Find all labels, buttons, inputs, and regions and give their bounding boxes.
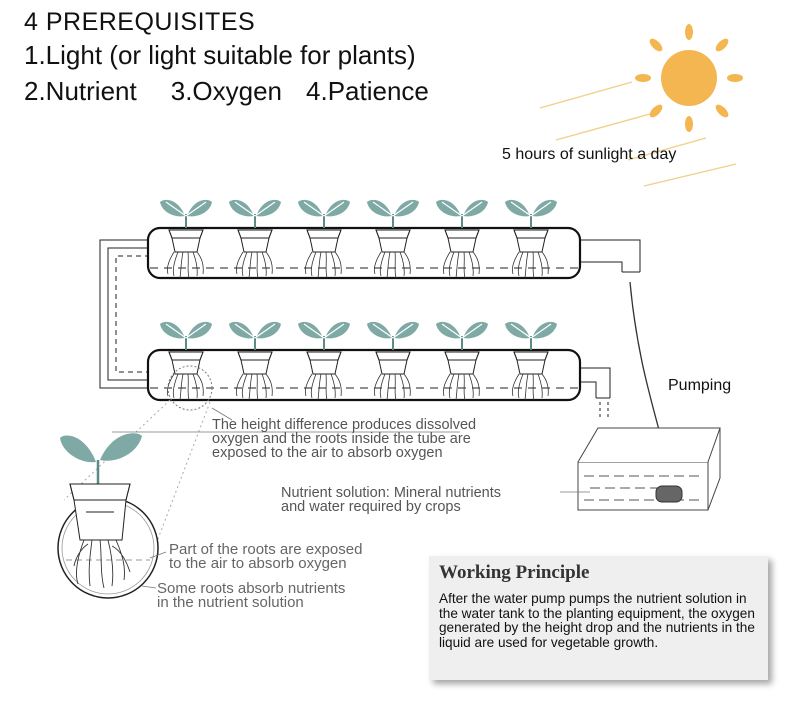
working-principle-body: After the water pump pumps the nutrient … [439,591,755,650]
working-principle-box: Working Principle After the water pump p… [429,556,768,680]
sun-icon [635,24,743,132]
height-difference-label-3: exposed to the air to absorb oxygen [212,445,443,461]
height-difference-label-2: oxygen and the roots inside the tube are [212,431,471,447]
prerequisite-row: 2.Nutrient 3.Oxygen 4.Patience [24,76,429,107]
detail-callout-circle [167,365,213,411]
sun-rays [539,81,737,187]
water-pump-icon [655,485,683,503]
working-principle-title: Working Principle [439,562,590,583]
leader-lines [112,407,590,589]
water-tank [577,427,721,511]
prerequisite-patience: 4.Patience [306,76,429,106]
prerequisite-nutrient: 2.Nutrient [24,76,137,106]
height-difference-label-1: The height difference produces dissolved [212,417,477,433]
roots-air-label-2: to the air to absorb oxygen [169,555,347,572]
callout-dotted-lines [63,399,211,561]
prerequisite-light: 1.Light (or light suitable for plants) [24,40,416,70]
nutrient-solution-label-2: and water required by crops [281,499,461,515]
top-growing-tube [146,226,582,280]
roots-air-label-1: Part of the roots are exposed [169,541,363,558]
roots-nutrient-label-2: in the nutrient solution [157,594,304,611]
pumping-label: Pumping [668,377,732,394]
prerequisite-oxygen: 3.Oxygen [170,76,283,106]
sunlight-label: 5 hours of sunlight a day [502,146,677,163]
connecting-pipes [99,239,641,420]
roots-nutrient-label-1: Some roots absorb nutrients [157,580,346,597]
nutrient-solution-label-1: Nutrient solution: Mineral nutrients [281,485,502,501]
prerequisites-title: 4 PREREQUISITES [24,8,256,36]
magnified-plant-detail [57,433,159,599]
bottom-growing-tube [146,348,582,402]
